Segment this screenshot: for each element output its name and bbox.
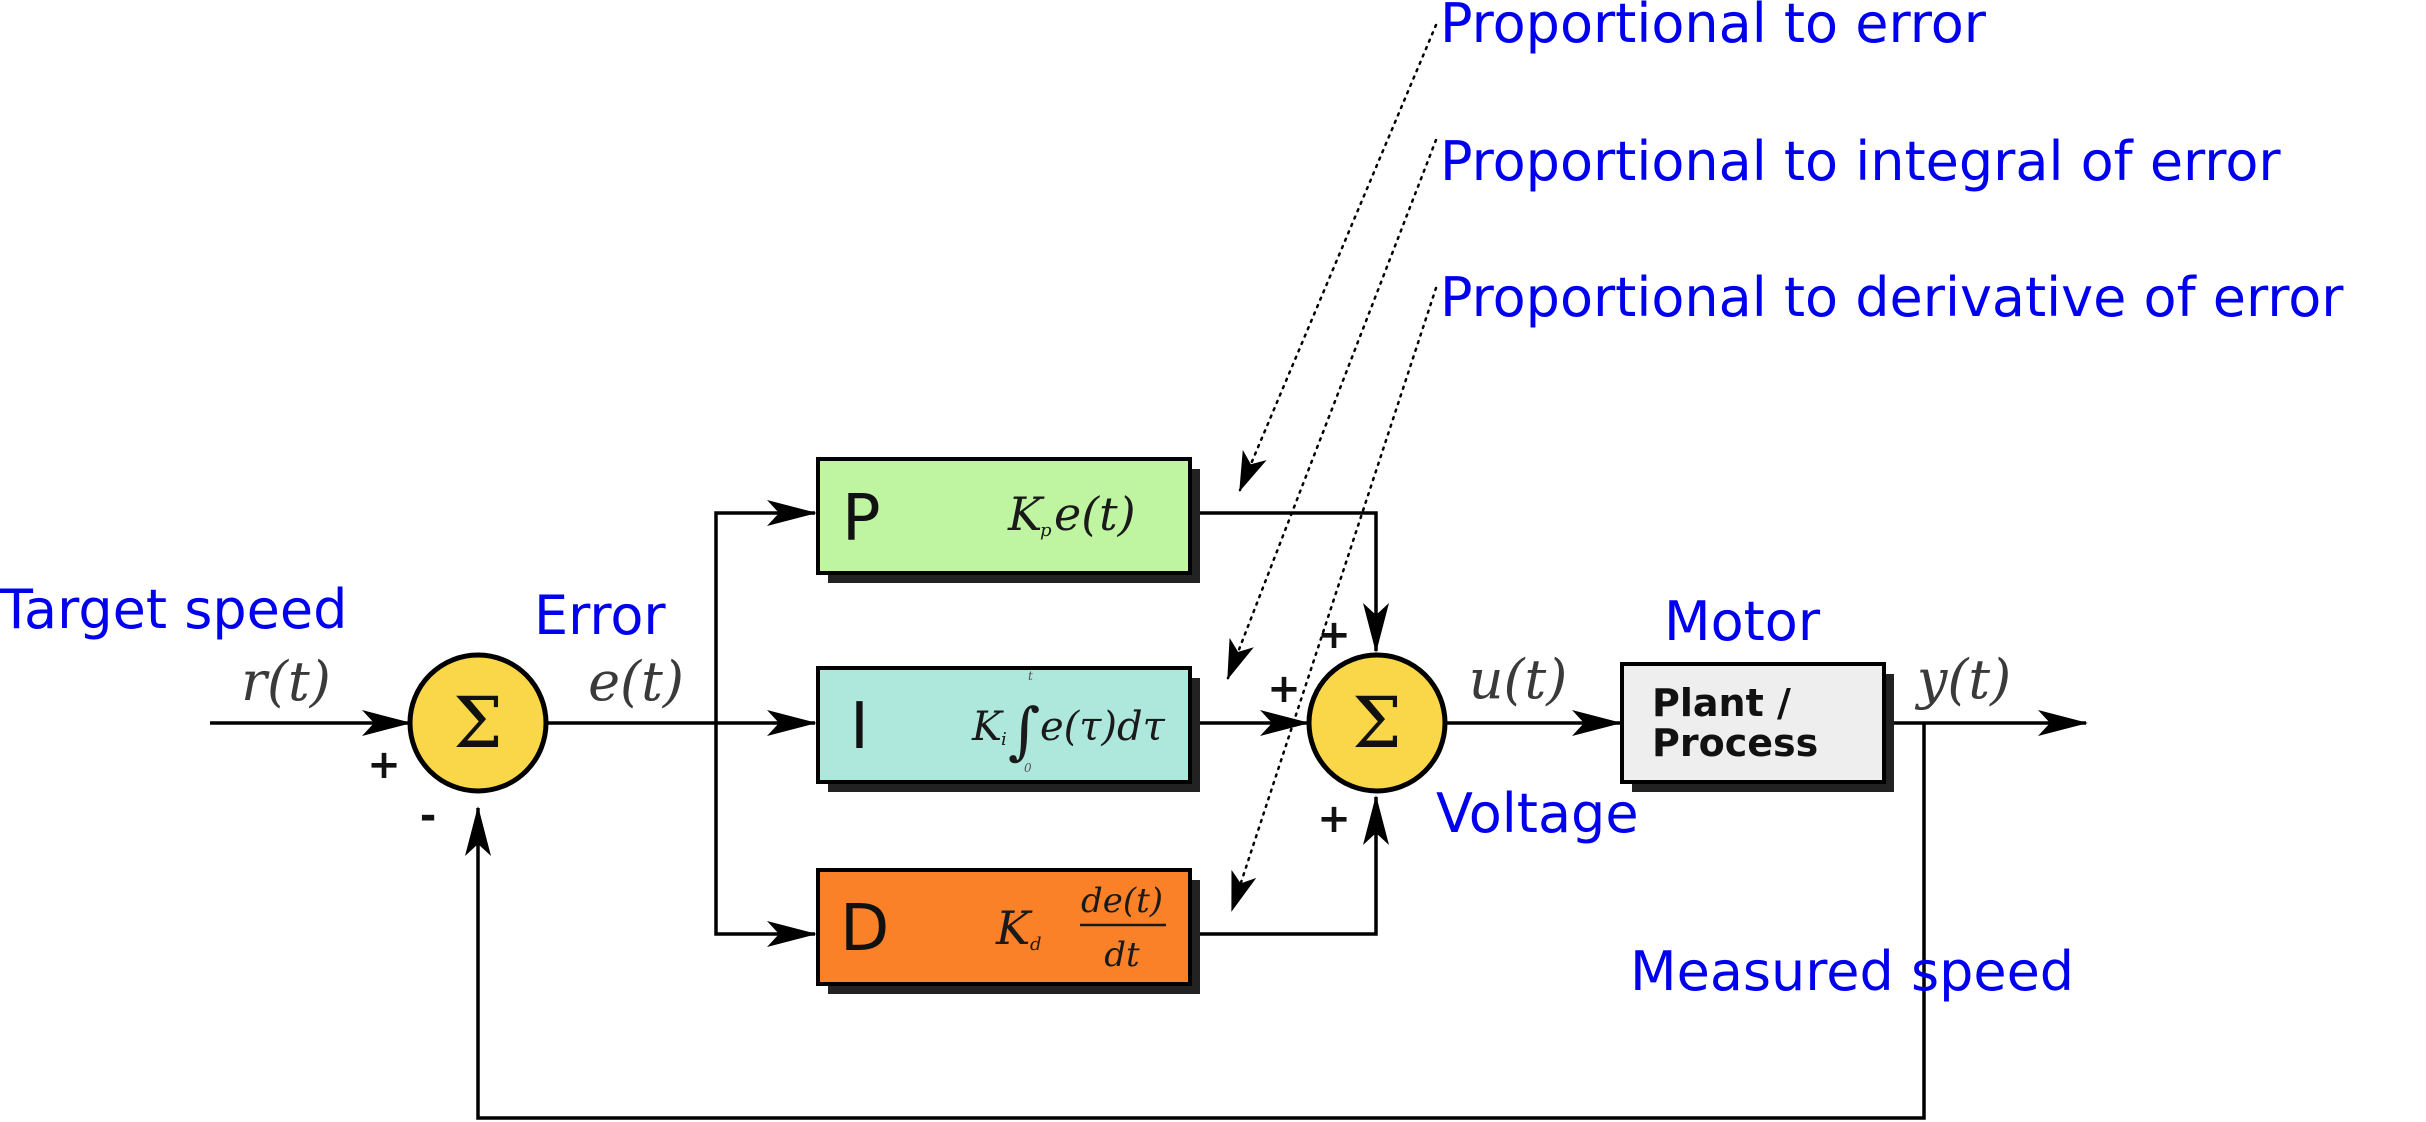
signal-e: e(t)	[588, 650, 684, 713]
annotation-proportional: Proportional to error	[1440, 0, 1987, 55]
annotation-integral: Proportional to integral of error	[1440, 130, 2281, 193]
i-gain-subscript: i	[1001, 729, 1007, 750]
d-gain: K	[995, 901, 1033, 955]
i-letter: I	[850, 690, 869, 764]
p-gain-subscript: p	[1040, 520, 1052, 541]
i-expression: e(τ)dτ	[1040, 704, 1166, 750]
plus-sign-left: +	[1267, 666, 1301, 712]
p-annotation-arrow	[1238, 23, 1438, 492]
p-block: P K p e(t)	[816, 457, 1200, 583]
plus-sign: +	[367, 742, 401, 788]
plus-sign-bottom: +	[1317, 796, 1351, 842]
i-gain: K	[971, 704, 1004, 750]
summer-sigma: Σ	[453, 682, 503, 764]
annotation-voltage: Voltage	[1436, 782, 1639, 845]
output-summer: Σ	[1306, 652, 1448, 794]
annotation-motor: Motor	[1664, 590, 1821, 653]
d-letter: D	[840, 892, 889, 966]
p-output-wire	[1190, 511, 1389, 653]
signal-r: r(t)	[241, 650, 331, 713]
integral-upper-limit: t	[1028, 669, 1033, 683]
annotation-error: Error	[534, 584, 666, 647]
signal-y: y(t)	[1915, 648, 2011, 711]
derivative-numerator: de(t)	[1081, 881, 1163, 921]
plant-block: Plant / Process	[1620, 662, 1894, 792]
p-branch-wire	[714, 500, 817, 723]
d-gain-subscript: d	[1030, 934, 1042, 955]
feedback-wire	[465, 723, 1926, 1120]
annotation-derivative: Proportional to derivative of error	[1440, 266, 2344, 329]
plus-sign-top: +	[1317, 612, 1351, 658]
annotation-target-speed: Target speed	[0, 578, 347, 641]
p-letter: P	[842, 482, 881, 556]
minus-sign: -	[420, 793, 437, 839]
annotation-measured-speed: Measured speed	[1630, 940, 2074, 1003]
derivative-denominator: dt	[1104, 935, 1140, 975]
i-annotation-arrow	[1226, 138, 1438, 680]
integral-sign: ∫	[1008, 694, 1040, 767]
signal-u: u(t)	[1469, 648, 1568, 711]
plant-label-line1: Plant /	[1652, 681, 1791, 725]
d-branch-wire	[714, 723, 817, 947]
error-summer: Σ	[407, 652, 549, 794]
p-expression: e(t)	[1054, 487, 1136, 541]
d-block: D K d de(t) dt	[816, 868, 1200, 994]
summer-sigma-2: Σ	[1352, 682, 1402, 764]
d-output-wire	[1198, 795, 1389, 936]
plant-label-line2: Process	[1652, 721, 1818, 765]
p-gain: K	[1007, 487, 1045, 541]
integral-lower-limit: 0	[1024, 761, 1032, 775]
d-annotation-arrow	[1230, 286, 1438, 912]
i-block: I K i ∫ t 0 e(τ)dτ	[816, 666, 1200, 792]
